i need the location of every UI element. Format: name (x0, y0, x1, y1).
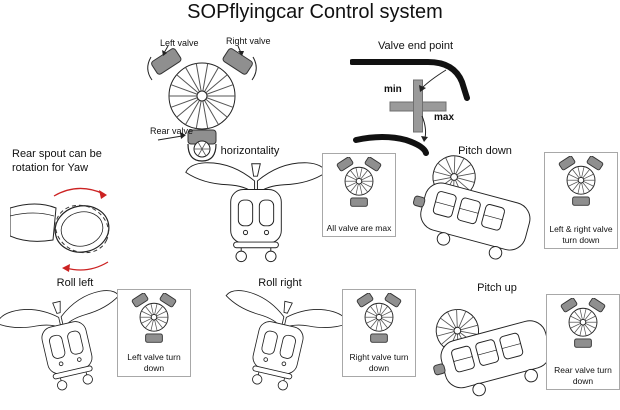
pose-roll-right-label: Roll right (258, 277, 302, 289)
page-title: SOPflyingcar Control system (187, 1, 443, 23)
flying-car-front-view (185, 162, 327, 263)
rear-spout-drawing (10, 187, 110, 272)
flying-car-front-view (225, 290, 348, 391)
valve-endpoint-title: Valve end point (378, 40, 454, 52)
valve-box-horizontality: All valve are max (322, 153, 396, 237)
valve-note-pitch-up: Rear valve turn down (554, 364, 612, 386)
valve-endpoint-section: Valve end point min max (350, 40, 490, 158)
valve-note-roll-right: Right valve turn down (349, 351, 409, 373)
valve-status-fan (131, 293, 177, 343)
valve-status-fan (560, 298, 606, 348)
pose-pitch-up-label: Pitch up (477, 282, 517, 294)
car-side-view-pitch-up (417, 281, 569, 410)
valve-box-pitch-up: Rear valve turn down (546, 294, 620, 390)
valve-status-fan (336, 157, 382, 207)
valve-endpoint-diagram (350, 59, 470, 156)
car-front-view-roll-left (0, 282, 141, 404)
rear-valve-label: Rear valve (150, 126, 194, 136)
car-side-view-pitch-down (401, 143, 553, 274)
valve-box-roll-left: Left valve turn down (117, 289, 191, 377)
valve-note-horizontality: All valve are max (326, 222, 392, 233)
right-valve-label: Right valve (226, 36, 271, 46)
pose-horizontality-label: horizontality (220, 145, 280, 157)
yaw-note: Rear spout can be rotation for Yaw (12, 148, 102, 174)
valve-status-fan (356, 293, 402, 343)
flying-car-side-view (433, 309, 551, 397)
valve-note-roll-left: Left valve turn down (127, 351, 181, 373)
lift-fan-section: Left valve Right valve Rear valve (122, 32, 287, 164)
valve-box-pitch-down: Left & right valve turn down (544, 152, 618, 249)
car-front-view-roll-right (204, 282, 354, 404)
valve-note-pitch-down: Left & right valve turn down (549, 223, 613, 245)
max-label: max (434, 112, 455, 123)
left-valve-label: Left valve (160, 38, 199, 48)
pose-roll-left-label: Roll left (56, 277, 94, 289)
pose-pitch-down-label: Pitch down (458, 145, 512, 157)
lift-fan-top-view (147, 45, 257, 162)
car-front-view-level (182, 158, 330, 265)
min-label: min (384, 84, 402, 95)
flying-car-side-view (412, 155, 531, 260)
valve-status-fan (558, 156, 604, 206)
valve-box-roll-right: Right valve turn down (342, 289, 416, 377)
flying-car-front-view (0, 290, 120, 391)
